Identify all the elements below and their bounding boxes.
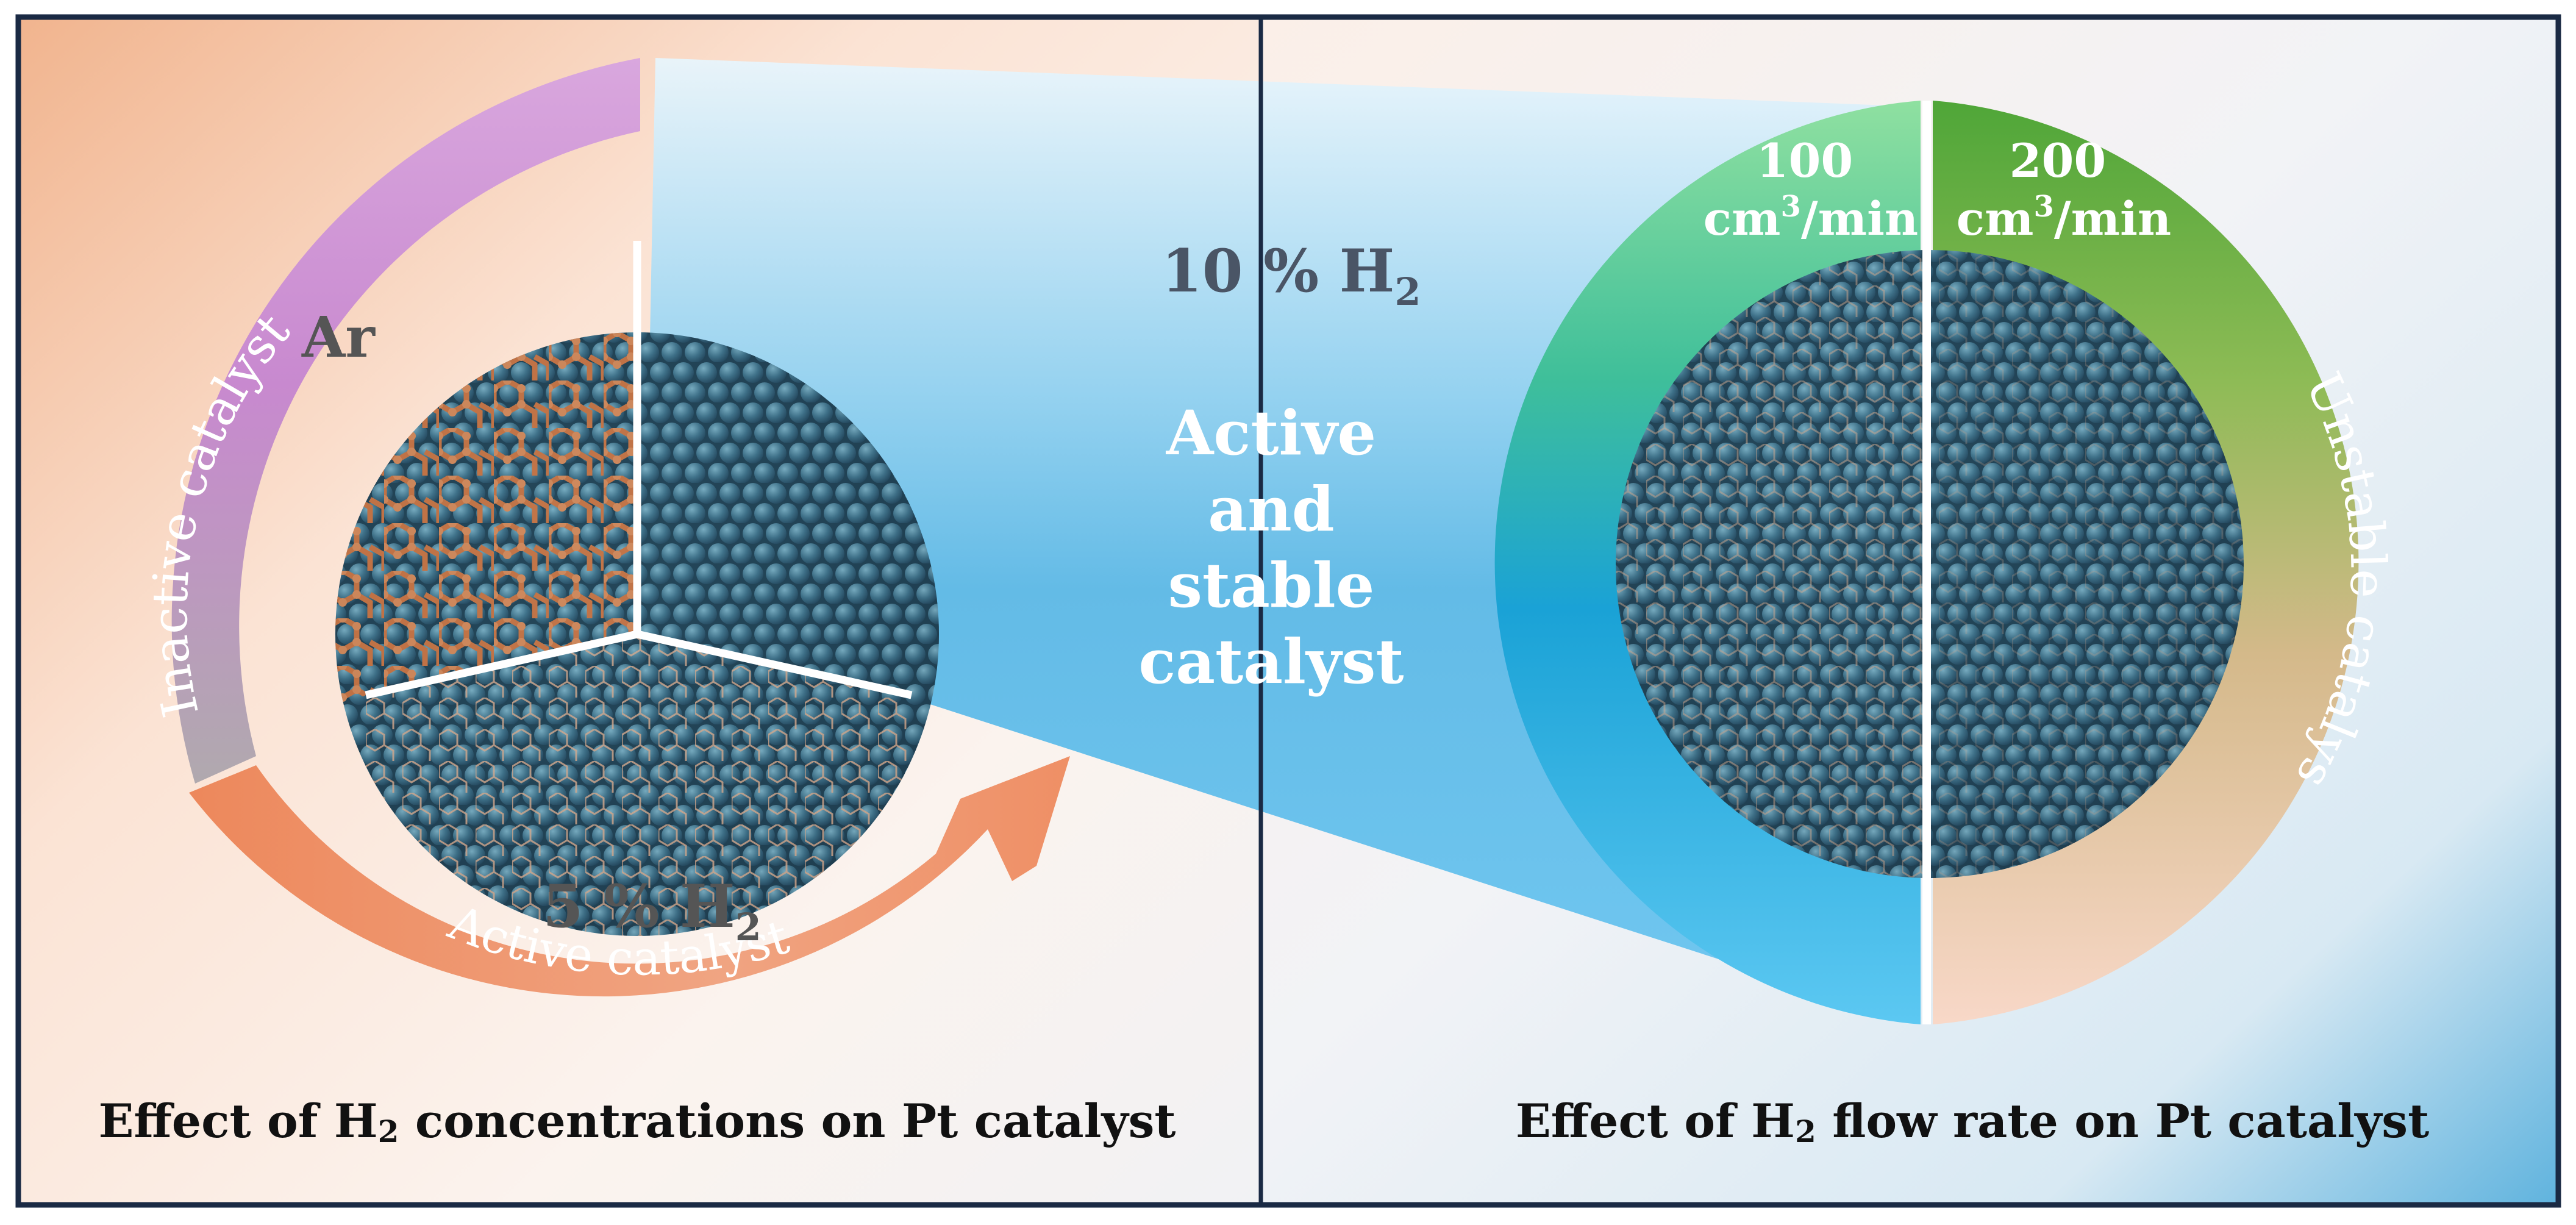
status-line-3: stable (1168, 549, 1375, 621)
label-5-h2-sub: 2 (735, 905, 762, 949)
figure-border (15, 14, 2561, 1208)
right-caption: Effect of H2 flow rate on Pt catalyst (1516, 1094, 2429, 1149)
label-10-h2-sub: 2 (1394, 270, 1421, 314)
label-5-h2-main: 5 % H (543, 872, 735, 941)
status-active-stable: Active and stable catalyst (1138, 397, 1404, 698)
label-ar: Ar (301, 304, 376, 370)
status-line-2: and (1208, 473, 1334, 545)
label-10-h2: 10 % H2 (1161, 237, 1421, 314)
status-line-4: catalyst (1138, 626, 1404, 698)
flow-high-value: 200 (2010, 134, 2107, 188)
active-arc (189, 756, 1070, 997)
flow-low-unit: cm3/min (1704, 190, 1918, 246)
inactive-arc (171, 58, 640, 784)
label-10-h2-main: 10 % H (1161, 237, 1394, 305)
left-sphere-dividers (365, 241, 913, 699)
status-line-1: Active (1166, 397, 1376, 469)
flow-high-unit: cm3/min (1957, 190, 2171, 246)
flow-low-value: 100 (1757, 134, 1854, 188)
left-caption: Effect of H2 concentrations on Pt cataly… (99, 1094, 1176, 1149)
label-5-h2: 5 % H2 (543, 872, 762, 949)
